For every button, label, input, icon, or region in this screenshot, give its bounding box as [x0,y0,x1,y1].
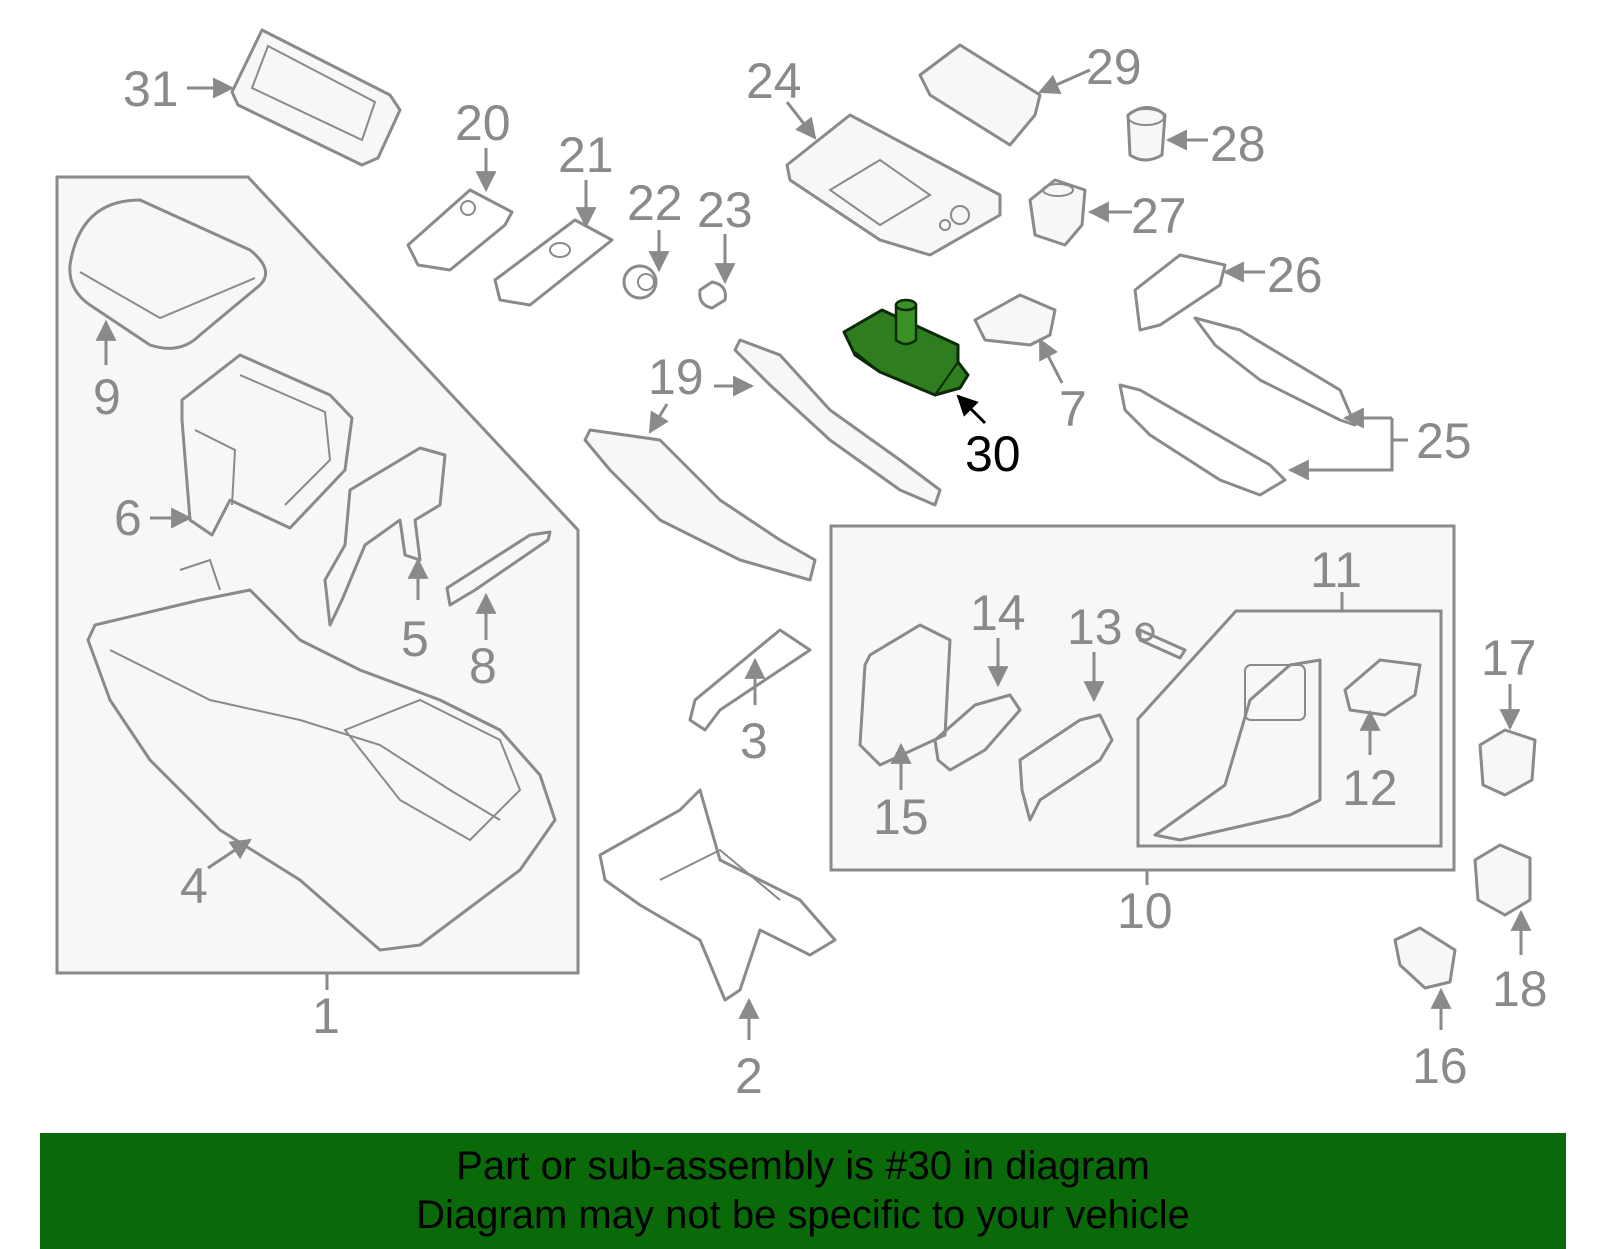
part-4-console-body [86,558,557,952]
callout-31: 31 [123,61,179,117]
bolt [1135,622,1187,660]
callout-17: 17 [1481,630,1537,686]
callout-20: 20 [455,95,511,151]
callout-9: 9 [93,369,121,425]
callout-4: 4 [180,858,208,914]
callout-10: 10 [1117,883,1173,939]
banner-line-2: Diagram may not be specific to your vehi… [416,1193,1190,1237]
part-15-cover [858,623,952,767]
part-14-switch [933,693,1022,772]
callout-25: 25 [1416,413,1472,469]
callout-22: 22 [627,175,683,231]
part-18-switch [1473,843,1532,917]
part-24-shifter-bezel [785,113,1002,257]
callout-8: 8 [469,638,497,694]
part-3-rod [688,628,812,732]
part-22-power-outlet [622,264,658,300]
callout-21: 21 [558,127,614,183]
callout-15: 15 [873,789,929,845]
part-28-knob [1126,106,1167,162]
part-29-display-module [918,43,1042,147]
callout-6: 6 [114,490,142,546]
callout-18: 18 [1492,961,1548,1017]
part-13-bracket [1018,713,1114,822]
callout-23: 23 [697,182,753,238]
part-2-frame [598,788,837,1002]
callout-2: 2 [735,1048,763,1104]
callout-3: 3 [740,713,768,769]
callout-11: 11 [1310,542,1362,598]
part-11-rear-panel [1153,658,1322,842]
part-9-armrest-lid [68,198,268,350]
part-16-connector [1393,926,1457,990]
part-23-ring [698,280,727,310]
callout-16: 16 [1412,1038,1468,1094]
callout-labels: 31 9 6 5 8 4 1 20 21 22 23 24 29 28 27 2… [93,39,1548,1104]
part-17-switch [1478,728,1537,797]
callout-1: 1 [312,988,340,1044]
callout-24: 24 [746,53,802,109]
part-30-shifter-highlighted [842,298,970,397]
part-20-switch-bezel [406,188,514,272]
callout-26: 26 [1267,247,1323,303]
part-7-knob [973,293,1057,347]
banner-line-1: Part or sub-assembly is #30 in diagram [456,1144,1150,1188]
leader-lines [95,68,1532,1040]
part-21-cupholder-insert [493,218,614,307]
callout-12: 12 [1342,760,1398,816]
part-26-bracket [1133,253,1227,332]
callout-30: 30 [965,426,1021,482]
part-31-tray [230,28,402,167]
callout-27: 27 [1131,188,1187,244]
callout-29: 29 [1086,39,1142,95]
part-12-vent [1343,658,1422,717]
part-5-bracket [323,446,447,627]
callout-13: 13 [1067,599,1123,655]
part-6-storage-bin [180,353,354,537]
info-banner: Part or sub-assembly is #30 in diagram D… [40,1133,1566,1249]
callout-19: 19 [648,349,704,405]
part-19-trim-panels [583,338,942,582]
callout-14: 14 [970,585,1026,641]
part-27-controller [1028,178,1087,247]
part-25-side-trims [1118,316,1357,497]
part-8-trim [445,530,552,607]
callout-28: 28 [1210,116,1266,172]
callout-7: 7 [1059,381,1087,437]
callout-5: 5 [401,611,429,667]
